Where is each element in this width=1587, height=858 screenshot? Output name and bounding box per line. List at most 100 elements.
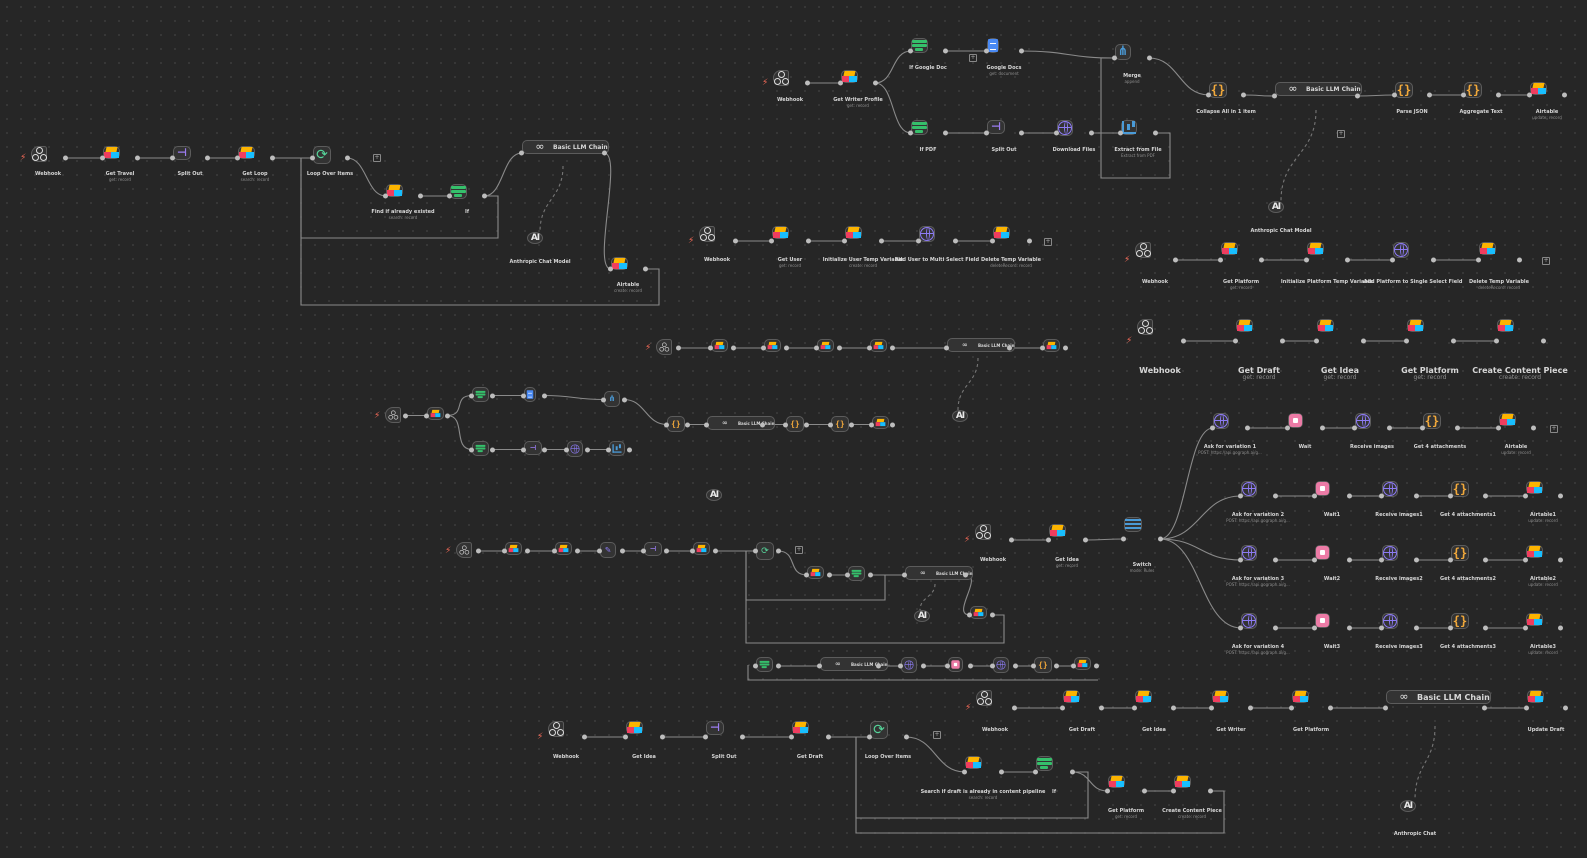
node-s4-if[interactable]	[753, 657, 781, 675]
output-port[interactable]	[990, 612, 995, 618]
input-port[interactable]	[703, 734, 708, 740]
input-port[interactable]	[1312, 625, 1317, 631]
input-port[interactable]	[990, 238, 995, 244]
add-node-button[interactable]: +	[1550, 425, 1558, 433]
node-w2-split[interactable]: ⊣Split Out	[984, 120, 1024, 153]
node-w2-if-gdoc[interactable]: If Google Doc	[908, 38, 948, 71]
output-port[interactable]	[868, 572, 873, 578]
output-port[interactable]	[660, 734, 665, 740]
node-body[interactable]	[1382, 481, 1398, 497]
node-body[interactable]: ∞Basic LLM Chain	[905, 566, 974, 580]
node-body[interactable]: ✎	[600, 542, 616, 558]
input-port[interactable]	[383, 193, 388, 199]
node-body[interactable]	[609, 441, 625, 456]
node-body[interactable]: ⟳	[756, 542, 774, 560]
input-port[interactable]	[1523, 625, 1528, 631]
node-body[interactable]	[1241, 481, 1257, 497]
input-port[interactable]	[235, 155, 240, 161]
output-port[interactable]	[1007, 345, 1012, 351]
node-body[interactable]	[772, 226, 789, 239]
node-body[interactable]: ⟳	[870, 721, 888, 739]
input-port[interactable]	[424, 413, 429, 418]
input-port[interactable]	[753, 663, 758, 669]
output-port[interactable]	[1455, 425, 1460, 431]
input-port[interactable]	[1118, 130, 1123, 136]
node-body[interactable]	[756, 657, 773, 672]
node-body[interactable]	[976, 690, 992, 706]
output-port[interactable]	[685, 422, 690, 427]
output-port[interactable]	[784, 345, 789, 351]
node-w8-loop[interactable]: ⟳Loop Over Items	[865, 721, 911, 760]
output-port[interactable]	[943, 48, 948, 54]
node-s1-n1[interactable]	[708, 339, 736, 357]
input-port[interactable]	[1033, 769, 1038, 775]
output-port[interactable]	[806, 238, 811, 244]
node-s1-n3[interactable]	[814, 339, 842, 357]
node-s3-n1[interactable]	[502, 542, 530, 560]
node-body[interactable]	[911, 38, 928, 53]
node-s1-n4[interactable]	[867, 339, 895, 357]
input-port[interactable]	[753, 548, 758, 554]
node-body[interactable]	[611, 257, 628, 270]
node-body[interactable]	[1382, 545, 1398, 561]
node-body[interactable]	[1221, 242, 1238, 255]
node-s2-if1[interactable]	[469, 387, 495, 404]
node-body[interactable]: {}	[831, 416, 849, 432]
output-port[interactable]	[1273, 557, 1278, 563]
node-w6-get-0[interactable]: {}Get 4 attachments	[1414, 413, 1466, 450]
input-port[interactable]	[1312, 557, 1317, 563]
input-port[interactable]	[916, 238, 921, 244]
input-port[interactable]	[902, 572, 907, 578]
node-body[interactable]	[1137, 319, 1153, 335]
output-port[interactable]	[1012, 705, 1017, 711]
node-body[interactable]	[1382, 613, 1398, 629]
node-s3-loop[interactable]: ⟳	[753, 542, 781, 560]
output-port[interactable]	[837, 345, 842, 351]
node-w2-webhook[interactable]: ⚡Webhook	[762, 70, 810, 103]
output-port[interactable]	[1013, 663, 1018, 669]
input-port[interactable]	[962, 769, 967, 775]
input-port[interactable]	[1527, 92, 1532, 98]
node-body[interactable]: {}	[1451, 481, 1469, 497]
output-port[interactable]	[445, 413, 450, 418]
output-port[interactable]	[643, 266, 648, 272]
output-port[interactable]	[1158, 536, 1163, 542]
node-s2-n1[interactable]	[424, 407, 450, 424]
node-body[interactable]	[817, 339, 834, 352]
input-port[interactable]	[641, 548, 646, 554]
node-body[interactable]: {}	[1034, 657, 1052, 673]
input-port[interactable]	[814, 345, 819, 351]
input-port[interactable]	[1040, 345, 1045, 351]
input-port[interactable]	[1379, 625, 1384, 631]
input-port[interactable]	[945, 663, 950, 669]
node-body[interactable]	[472, 441, 489, 456]
node-body[interactable]	[693, 542, 710, 555]
output-port[interactable]	[1451, 338, 1456, 344]
node-body[interactable]	[1135, 690, 1152, 703]
output-port[interactable]	[627, 447, 632, 452]
input-port[interactable]	[564, 447, 569, 452]
node-s3-anth[interactable]: AI	[914, 610, 930, 622]
node-s3-llm[interactable]: ∞Basic LLM Chain	[902, 566, 974, 584]
node-body[interactable]	[103, 146, 120, 159]
output-port[interactable]	[476, 548, 481, 554]
input-port[interactable]	[1210, 425, 1215, 431]
node-w7-update[interactable]: Update Draft	[1524, 690, 1568, 733]
node-body[interactable]	[1063, 690, 1080, 703]
node-s1-llm[interactable]: ∞Basic LLM Chain	[944, 338, 1016, 358]
input-port[interactable]	[828, 422, 833, 427]
node-w6-wait-2[interactable]: Wait2	[1312, 545, 1352, 582]
